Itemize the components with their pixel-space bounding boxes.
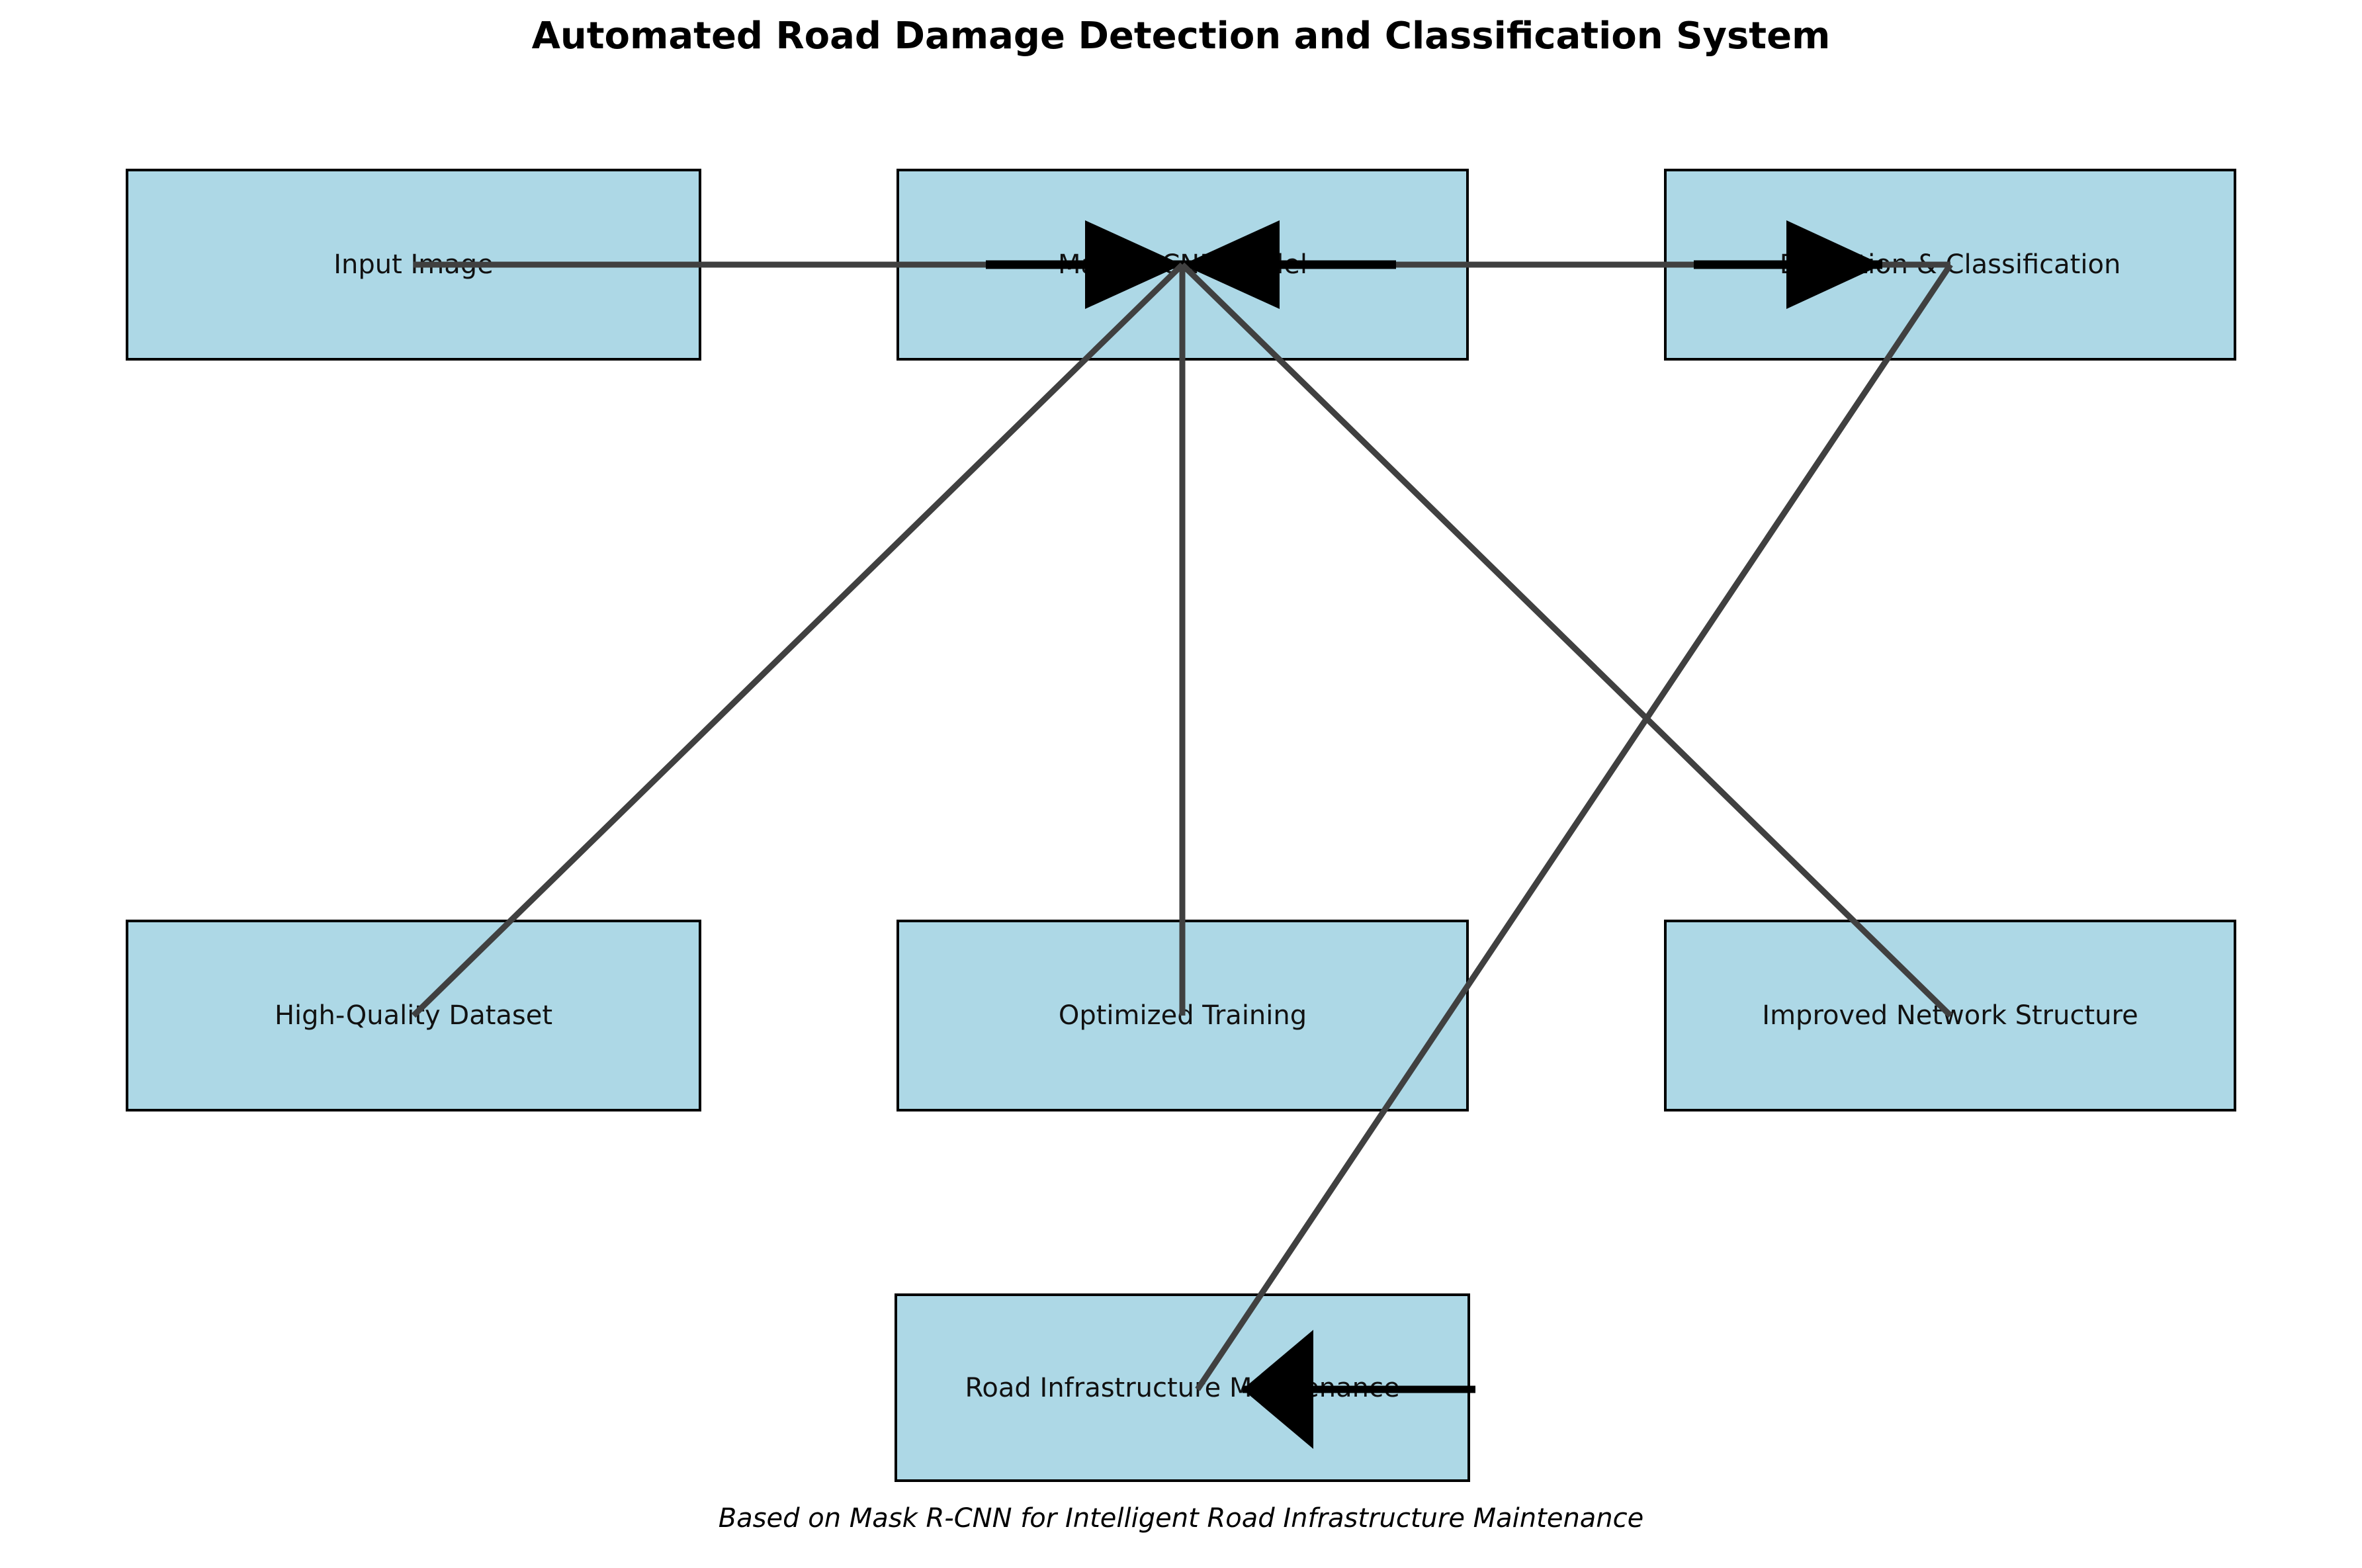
- node-optimized-training[interactable]: Optimized Training: [897, 920, 1469, 1111]
- node-label: Improved Network Structure: [1762, 1000, 2138, 1031]
- node-label: Detection & Classification: [1779, 249, 2121, 280]
- node-high-quality-dataset[interactable]: High-Quality Dataset: [126, 920, 701, 1111]
- node-label: Mask R-CNN Model: [1058, 249, 1307, 280]
- edge-dataset-to-mask-rcnn: [411, 262, 1185, 1018]
- page-caption: Based on Mask R-CNN for Intelligent Road…: [718, 1503, 1644, 1534]
- node-label: Road Infrastructure Maintenance: [965, 1372, 1400, 1403]
- node-label: Input Image: [333, 249, 494, 280]
- edge-network-to-mask-rcnn: [1180, 262, 1953, 1018]
- node-mask-rcnn-model[interactable]: Mask R-CNN Model: [897, 169, 1469, 361]
- node-improved-network-structure[interactable]: Improved Network Structure: [1664, 920, 2236, 1111]
- edge-detection-to-maintenance: [1195, 263, 1953, 1449]
- node-input-image[interactable]: Input Image: [126, 169, 701, 361]
- node-detection-classification[interactable]: Detection & Classification: [1664, 169, 2236, 361]
- node-label: High-Quality Dataset: [274, 1000, 553, 1031]
- node-label: Optimized Training: [1058, 1000, 1307, 1031]
- page-title: Automated Road Damage Detection and Clas…: [531, 15, 1831, 58]
- node-road-infrastructure-maintenance[interactable]: Road Infrastructure Maintenance: [895, 1293, 1470, 1482]
